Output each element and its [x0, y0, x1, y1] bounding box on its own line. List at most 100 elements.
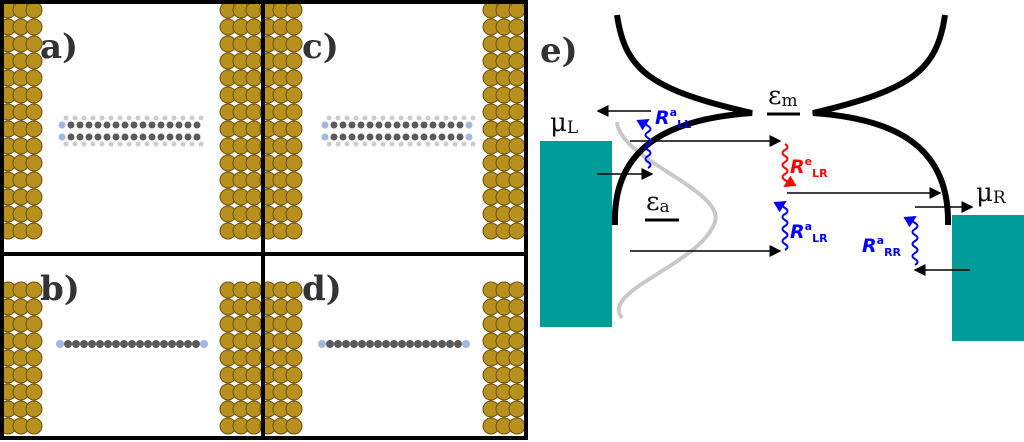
atom	[64, 340, 72, 348]
hydrogen-atom	[362, 141, 368, 147]
atom	[144, 340, 152, 348]
gold-atom	[25, 137, 43, 155]
hydrogen-atom	[144, 141, 150, 147]
wavy-arrow	[636, 118, 652, 169]
atom	[420, 133, 428, 141]
gold-atom	[25, 349, 43, 367]
hydrogen-atom	[380, 141, 386, 147]
hydrogen-atom	[153, 141, 159, 147]
gold-atom	[25, 52, 43, 70]
gold-atom	[285, 366, 303, 384]
gold-atom	[508, 315, 526, 333]
atom	[366, 340, 374, 348]
atom	[318, 340, 326, 348]
hydrogen-atom	[470, 141, 476, 147]
hydrogen-atom	[99, 115, 105, 121]
atom	[402, 121, 410, 129]
atom	[157, 133, 165, 141]
atom	[358, 340, 366, 348]
wavy-arrow	[781, 143, 797, 188]
gold-atom	[508, 52, 526, 70]
hydrogen-atom	[162, 141, 168, 147]
gold-atom	[508, 366, 526, 384]
gold-atom	[508, 18, 526, 36]
gold-atom	[285, 35, 303, 53]
atom	[76, 121, 84, 129]
rate-wavy-arrows	[636, 118, 919, 266]
hydrogen-atom	[371, 141, 377, 147]
hydrogen-atom	[90, 141, 96, 147]
rate-label-elr: ReLR	[790, 155, 828, 180]
hydrogen-atom	[452, 141, 458, 147]
right-electrode	[952, 215, 1024, 341]
hydrogen-atom	[416, 141, 422, 147]
atom	[94, 121, 102, 129]
atom	[103, 121, 111, 129]
atom	[447, 121, 455, 129]
gold-atom	[508, 103, 526, 121]
gold-atom	[508, 383, 526, 401]
atom	[348, 133, 356, 141]
hydrogen-atom	[162, 115, 168, 121]
atom	[438, 340, 446, 348]
hydrogen-atom	[389, 141, 395, 147]
atom	[393, 133, 401, 141]
hydrogen-atom	[126, 115, 132, 121]
gold-atom	[25, 383, 43, 401]
gold-atom	[25, 222, 43, 240]
wavy-arrow	[903, 215, 919, 266]
gold-atom	[25, 86, 43, 104]
panel-label-b: b)	[40, 269, 80, 309]
hydrogen-atom	[416, 115, 422, 121]
atom	[88, 340, 96, 348]
gold-atom	[25, 400, 43, 418]
atom	[166, 133, 174, 141]
atom	[456, 121, 464, 129]
gaussian-density-curve	[615, 121, 718, 320]
atom	[357, 133, 365, 141]
gold-atom	[508, 205, 526, 223]
atom	[175, 133, 183, 141]
atom	[85, 121, 93, 129]
gold-atom	[508, 222, 526, 240]
hydrogen-atom	[389, 115, 395, 121]
right-level-curve	[812, 14, 952, 226]
hydrogen-atom	[407, 115, 413, 121]
hydrogen-atom	[362, 115, 368, 121]
hydrogen-atom	[461, 115, 467, 121]
gold-atom	[285, 171, 303, 189]
atom	[112, 121, 120, 129]
atom	[339, 121, 347, 129]
gold-atom	[285, 137, 303, 155]
atom	[193, 133, 201, 141]
gold-atom	[508, 69, 526, 87]
hydrogen-atom	[63, 141, 69, 147]
atom	[406, 340, 414, 348]
hydrogen-atom	[344, 115, 350, 121]
hydrogen-atom	[117, 141, 123, 147]
gold-atom	[285, 18, 303, 36]
atom	[462, 340, 470, 348]
gold-atom	[508, 417, 526, 435]
atom	[128, 340, 136, 348]
atom	[350, 340, 358, 348]
atom	[422, 340, 430, 348]
atom	[420, 121, 428, 129]
atom	[438, 133, 446, 141]
gold-atom	[508, 120, 526, 138]
hydrogen-atom	[117, 115, 123, 121]
gold-atom	[285, 315, 303, 333]
atom	[104, 340, 112, 348]
hydrogen-atom	[452, 115, 458, 121]
atom	[348, 121, 356, 129]
molecular-structures	[0, 1, 526, 435]
atom	[103, 133, 111, 141]
atom	[184, 340, 192, 348]
left-level-curve	[611, 14, 753, 226]
atom	[374, 340, 382, 348]
gold-atom	[508, 86, 526, 104]
atom	[366, 133, 374, 141]
atom	[58, 133, 66, 141]
gold-atom	[25, 120, 43, 138]
